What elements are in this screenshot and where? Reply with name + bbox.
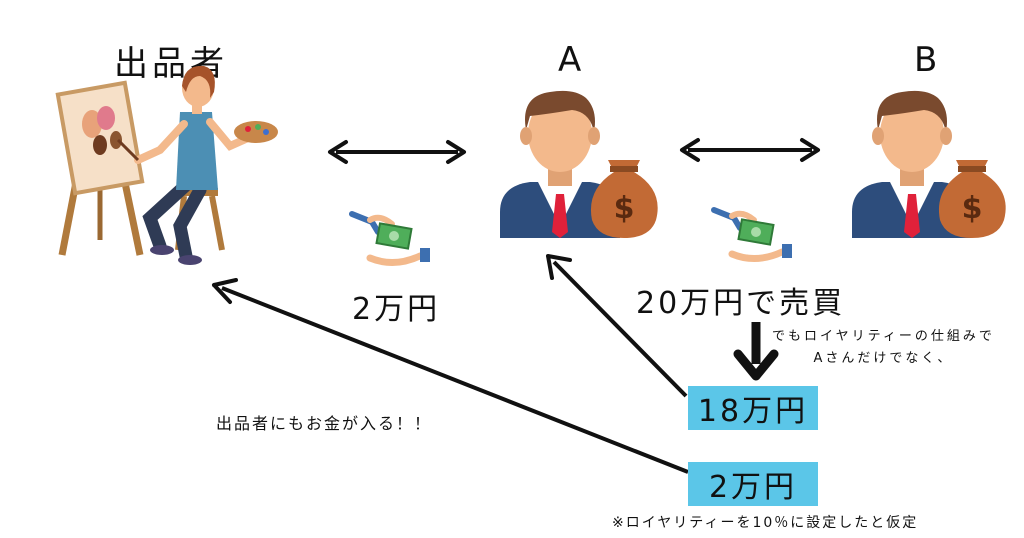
down-arrow	[733, 322, 779, 381]
royalty-note-line1: でもロイヤリティーの仕組みで	[772, 329, 995, 344]
first-sale-price: 2万円	[352, 292, 441, 327]
double-arrow-seller-a	[328, 140, 466, 164]
royalty-note-line2: Aさんだけでなく、	[813, 351, 954, 366]
money-bag-icon: $	[938, 160, 1006, 238]
amount-seller: 2万円	[708, 470, 798, 505]
amount-a: 18万円	[697, 394, 809, 429]
money-bag-icon: $	[590, 160, 658, 238]
svg-text:$: $	[962, 191, 983, 226]
svg-text:$: $	[614, 191, 635, 226]
buyer-b-title: B	[914, 40, 942, 80]
cash-handover-icon	[711, 207, 792, 262]
businessman-a-icon	[500, 90, 620, 238]
double-arrow-a-b	[680, 138, 820, 162]
amount-a-box: 18万円	[688, 386, 818, 430]
royalty-note: でもロイヤリティーの仕組みで Aさんだけでなく、	[772, 326, 995, 370]
resale-price: 20万円で売買	[636, 286, 846, 321]
arrow-to-a	[546, 254, 688, 398]
painter-illustration	[55, 65, 278, 265]
assumption-note: ※ロイヤリティーを10％に設定したと仮定	[612, 515, 919, 531]
amount-seller-box: 2万円	[688, 462, 818, 506]
arrow-to-seller	[212, 278, 689, 474]
cash-handover-icon	[349, 211, 430, 266]
buyer-a-title: A	[558, 40, 586, 80]
seller-gets-money: 出品者にもお金が入る！！	[216, 414, 433, 433]
